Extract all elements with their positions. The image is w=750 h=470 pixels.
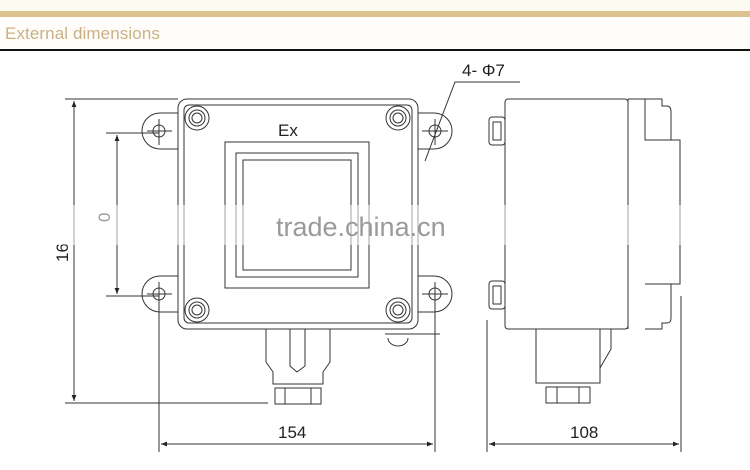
hole-callout-leader xyxy=(424,81,520,162)
hole-callout-label: 4- Φ7 xyxy=(462,61,505,80)
watermark-band xyxy=(40,205,720,245)
corner-screw-tl xyxy=(184,105,210,131)
mounting-lug-br xyxy=(418,275,453,313)
mounting-lug-tr xyxy=(418,112,453,150)
corner-screw-br xyxy=(385,297,411,323)
height-dimension-label: 16 xyxy=(53,243,72,262)
side-cable-gland xyxy=(535,329,612,404)
cable-gland xyxy=(265,329,331,405)
corner-screw-tr xyxy=(385,105,411,131)
side-view xyxy=(486,98,682,452)
width-dimension-label: 154 xyxy=(278,423,306,442)
mounting-lug-bl xyxy=(141,275,178,313)
section-title: External dimensions xyxy=(5,24,160,43)
side-connector-bottom xyxy=(488,280,506,310)
mounting-lug-tl xyxy=(141,112,178,150)
top-background xyxy=(0,0,750,11)
title-band xyxy=(0,17,750,49)
ground-terminal xyxy=(387,337,409,347)
watermark: trade.china.cn xyxy=(276,212,446,242)
title-divider xyxy=(0,49,750,51)
side-connector-top xyxy=(488,116,506,146)
ex-marking: Ex xyxy=(278,121,298,140)
depth-dimension-label: 108 xyxy=(570,423,598,442)
header-accent-bar xyxy=(0,11,750,17)
corner-screw-bl xyxy=(184,297,210,323)
